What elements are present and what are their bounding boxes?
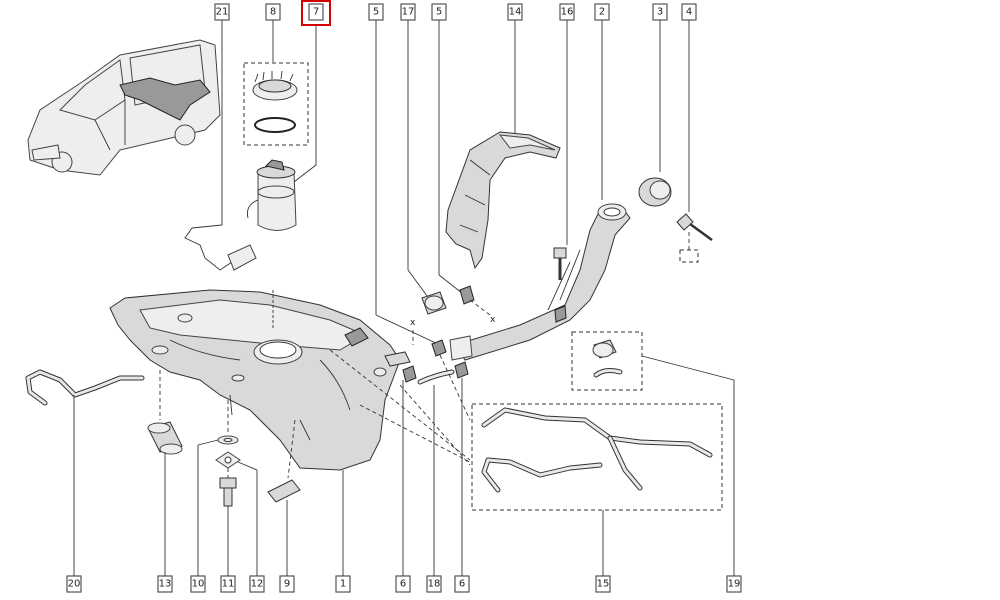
svg-text:9: 9 [284, 579, 290, 590]
svg-text:3: 3 [657, 7, 663, 18]
svg-text:5: 5 [373, 7, 379, 18]
svg-text:21: 21 [216, 7, 229, 18]
callout-18: 18 [426, 575, 442, 593]
svg-text:4: 4 [686, 7, 692, 18]
fuel-tank [109, 289, 401, 471]
svg-text:8: 8 [270, 7, 276, 18]
callout-21: 21 [214, 3, 230, 21]
svg-text:6: 6 [400, 579, 406, 590]
vehicle-thumbnail [27, 39, 221, 176]
svg-text:5: 5 [436, 7, 442, 18]
svg-text:2: 2 [599, 7, 605, 18]
heat-shield [445, 131, 561, 270]
pump-ring-group [243, 62, 309, 146]
hose-17 [421, 291, 447, 315]
callout-7-highlighted: 7 [301, 0, 331, 26]
svg-text:17: 17 [402, 7, 415, 18]
callout-19: 19 [726, 575, 742, 593]
svg-text:6: 6 [459, 579, 465, 590]
callout-4: 4 [681, 3, 697, 21]
callout-14: 14 [507, 3, 523, 21]
svg-text:x: x [490, 315, 496, 325]
svg-text:7: 7 [313, 7, 319, 18]
fuel-pump-module [247, 159, 297, 231]
bolt-11 [219, 468, 237, 507]
svg-text:1: 1 [340, 579, 346, 590]
callout-9: 9 [279, 575, 295, 593]
fuel-filter-13 [147, 370, 183, 455]
callout-10: 10 [190, 575, 206, 593]
callout-6-a: 6 [395, 575, 411, 593]
clip-6-tank [402, 365, 417, 383]
grommet-12 [215, 451, 241, 469]
callout-2: 2 [594, 3, 610, 21]
callout-3: 3 [652, 3, 668, 21]
top-leader-lines [191, 20, 690, 346]
bolt-16 [553, 247, 567, 280]
washer-10 [217, 400, 239, 445]
svg-text:12: 12 [251, 579, 264, 590]
callout-20: 20 [66, 575, 82, 593]
callout-6-b: 6 [454, 575, 470, 593]
clip-6-lower [454, 361, 469, 379]
callout-16: 16 [559, 3, 575, 21]
svg-text:10: 10 [192, 579, 205, 590]
callout-5-a: 5 [368, 3, 384, 21]
callout-11: 11 [220, 575, 236, 593]
vent-pipe-20 [25, 369, 145, 406]
clip-6-upper [431, 339, 447, 357]
callout-13: 13 [157, 575, 173, 593]
pipe-set [471, 403, 723, 511]
fuel-cap [638, 177, 672, 207]
tank-neck-stubs [373, 351, 411, 377]
svg-text:19: 19 [728, 579, 741, 590]
clip-5: x [459, 285, 496, 325]
bottom-leader-lines [73, 355, 735, 576]
callout-8: 8 [265, 3, 281, 21]
svg-text:x: x [410, 318, 416, 328]
svg-text:18: 18 [428, 579, 441, 590]
svg-text:14: 14 [509, 7, 522, 18]
level-sender-wire [184, 227, 257, 271]
svg-text:13: 13 [159, 579, 172, 590]
svg-text:20: 20 [68, 579, 81, 590]
marker-x-1: x [410, 318, 416, 345]
callout-17: 17 [400, 3, 416, 21]
filler-neck [449, 203, 631, 361]
svg-text:11: 11 [222, 579, 235, 590]
screw-4 [676, 213, 713, 263]
pad-9 [267, 419, 301, 503]
callout-12: 12 [249, 575, 265, 593]
callout-1: 1 [335, 575, 351, 593]
callout-15: 15 [595, 575, 611, 593]
callout-5-b: 5 [431, 3, 447, 21]
svg-text:15: 15 [597, 579, 610, 590]
small-hoses-kit [571, 331, 643, 391]
pipe-set-dashed-leaders [329, 349, 471, 466]
svg-text:16: 16 [561, 7, 574, 18]
hose-18 [417, 369, 455, 385]
